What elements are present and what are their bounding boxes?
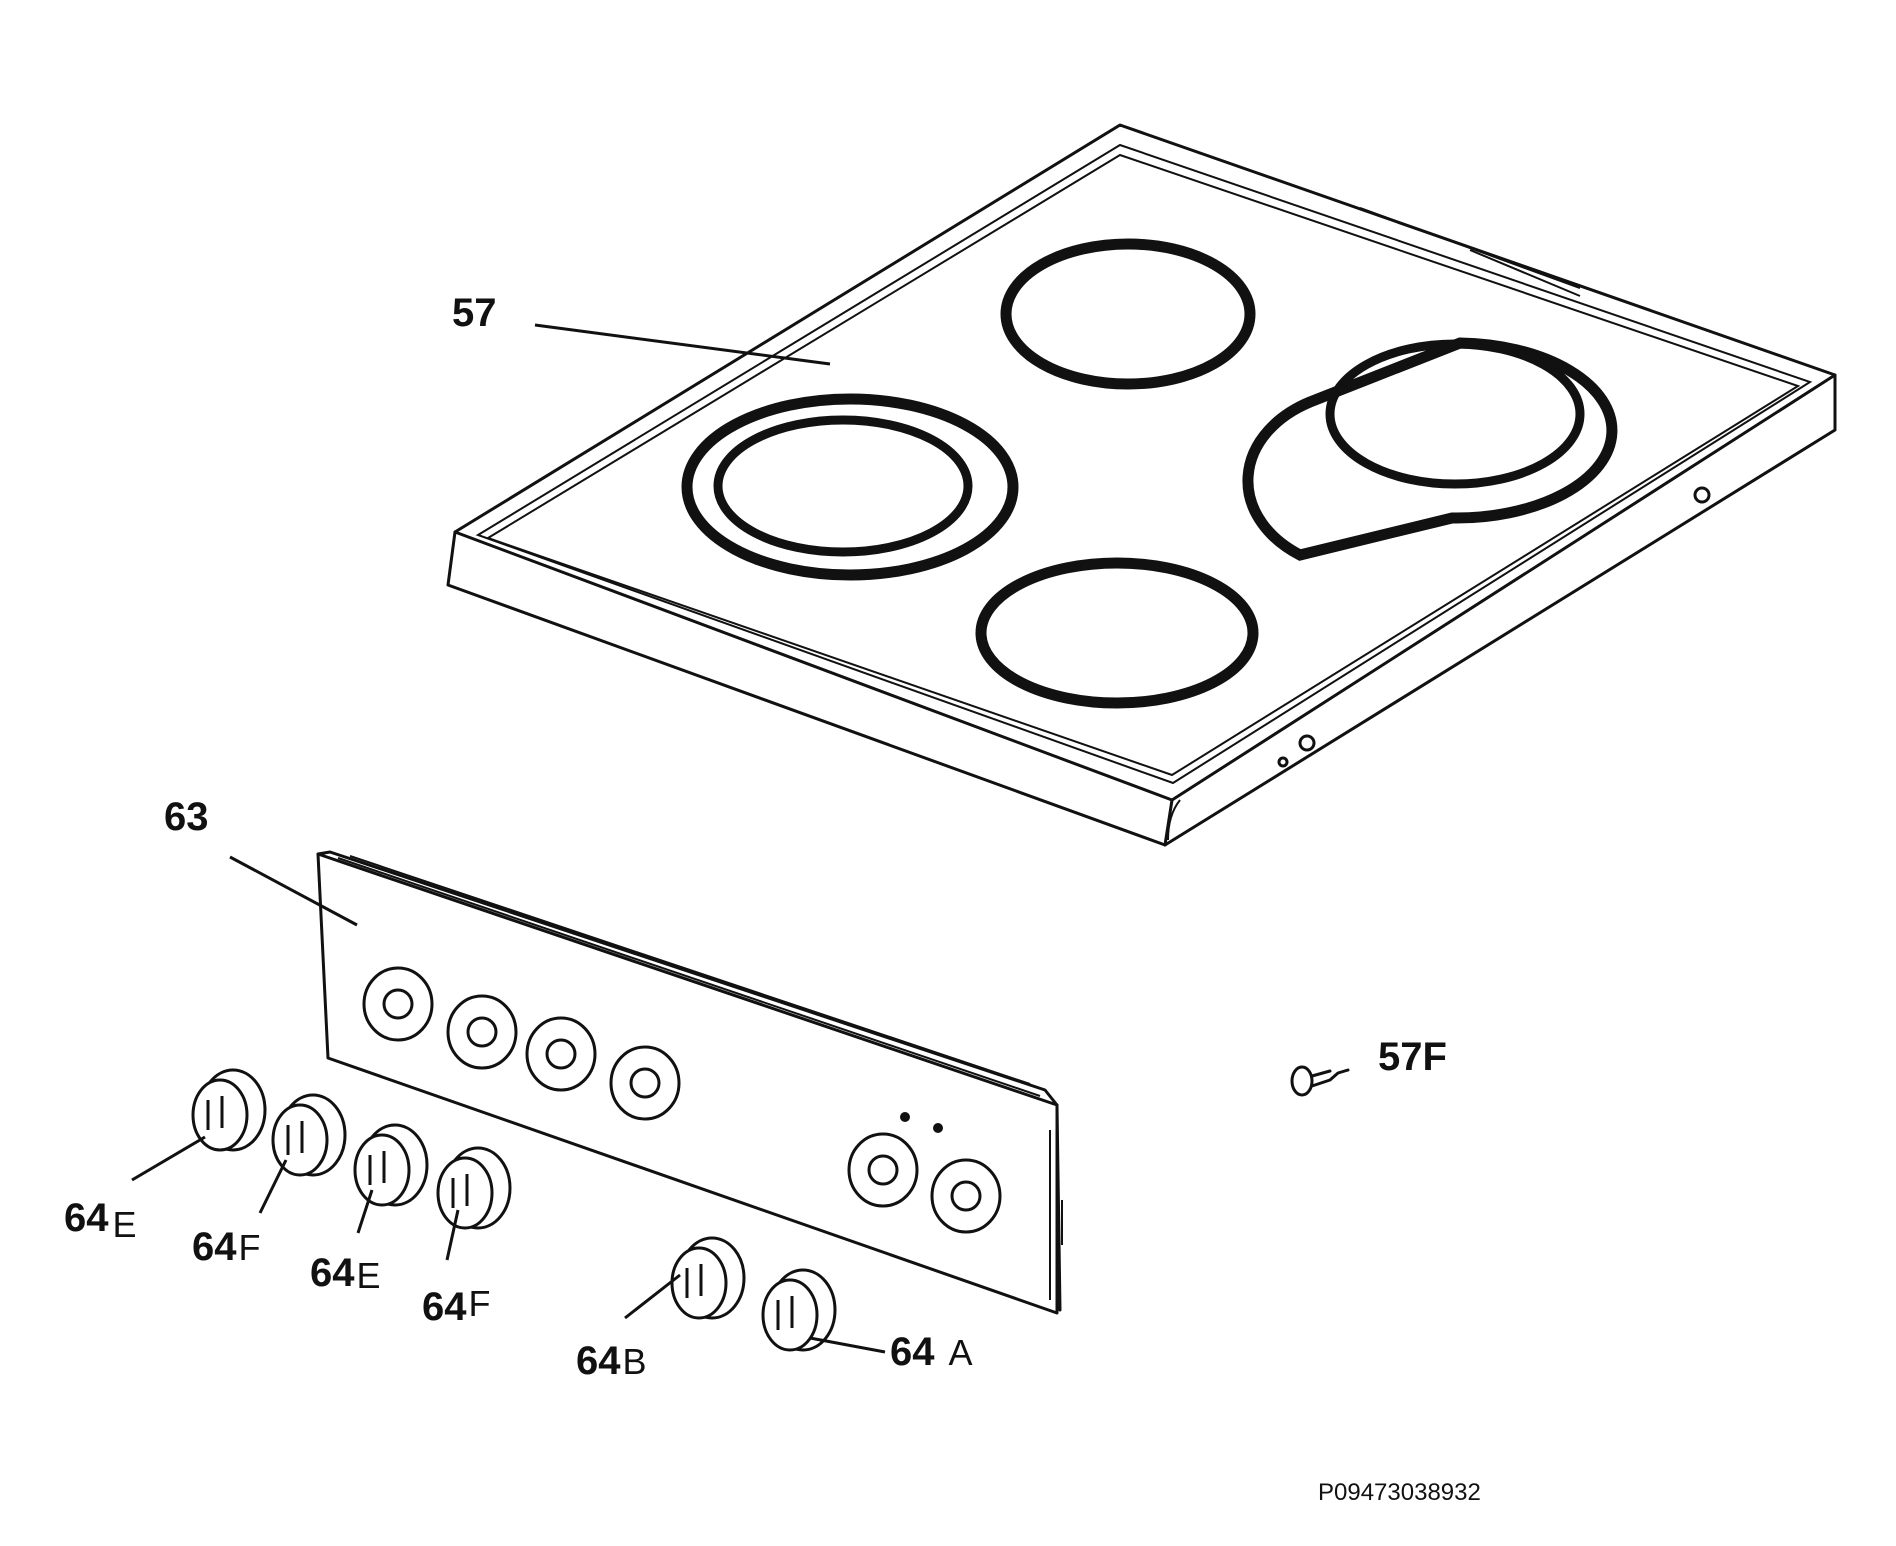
leader-line-64b (624, 1273, 681, 1320)
knob-64b (670, 1236, 746, 1320)
control-switch-hole-6 (930, 1158, 1002, 1234)
knob-64f-1 (271, 1093, 347, 1177)
control-switch-hole-2 (446, 994, 518, 1070)
ceramic-hob-top (446, 123, 1837, 847)
label-64f-1: 64F (192, 1225, 261, 1269)
control-switch-hole-5 (847, 1132, 919, 1208)
knob-64e-1 (191, 1068, 267, 1152)
label-57: 57 (452, 291, 497, 335)
leader-line-64f-2 (445, 1209, 460, 1261)
side-screw-hole (1693, 486, 1711, 504)
knob-64a (761, 1268, 837, 1352)
side-screw-hole (1298, 734, 1316, 752)
label-64f-2: 64F (422, 1283, 491, 1329)
cooking-zone-dual-front-left (681, 393, 1019, 581)
cooking-zone-rear-left (1000, 238, 1256, 390)
leader-line-63 (229, 855, 358, 927)
leader-line-64a (809, 1336, 886, 1354)
label-63: 63 (164, 795, 209, 839)
leader-line-64e-2 (356, 1189, 374, 1234)
leader-line-64f-1 (258, 1159, 288, 1214)
label-64b: 64B (576, 1339, 647, 1383)
indicator-light (900, 1112, 910, 1122)
control-switch-hole-1 (362, 966, 434, 1042)
control-switch-hole-4 (609, 1045, 681, 1121)
knob-64f-2 (436, 1146, 512, 1230)
cooking-zone-oval-right (1242, 337, 1618, 561)
knob-64e-2 (353, 1123, 429, 1207)
leader-line-64e-1 (131, 1135, 206, 1182)
indicator-light (933, 1123, 943, 1133)
side-screw-hole (1277, 756, 1289, 768)
label-64e-2: 64E (310, 1251, 381, 1296)
leader-line-57 (534, 323, 831, 366)
cooking-zone-front (975, 557, 1259, 709)
diagram-code: P09473038932 (1318, 1479, 1481, 1506)
screw-57f (1290, 1065, 1350, 1097)
control-switch-hole-3 (525, 1016, 597, 1092)
control-panel (316, 850, 1063, 1315)
label-57f: 57F (1378, 1035, 1447, 1079)
